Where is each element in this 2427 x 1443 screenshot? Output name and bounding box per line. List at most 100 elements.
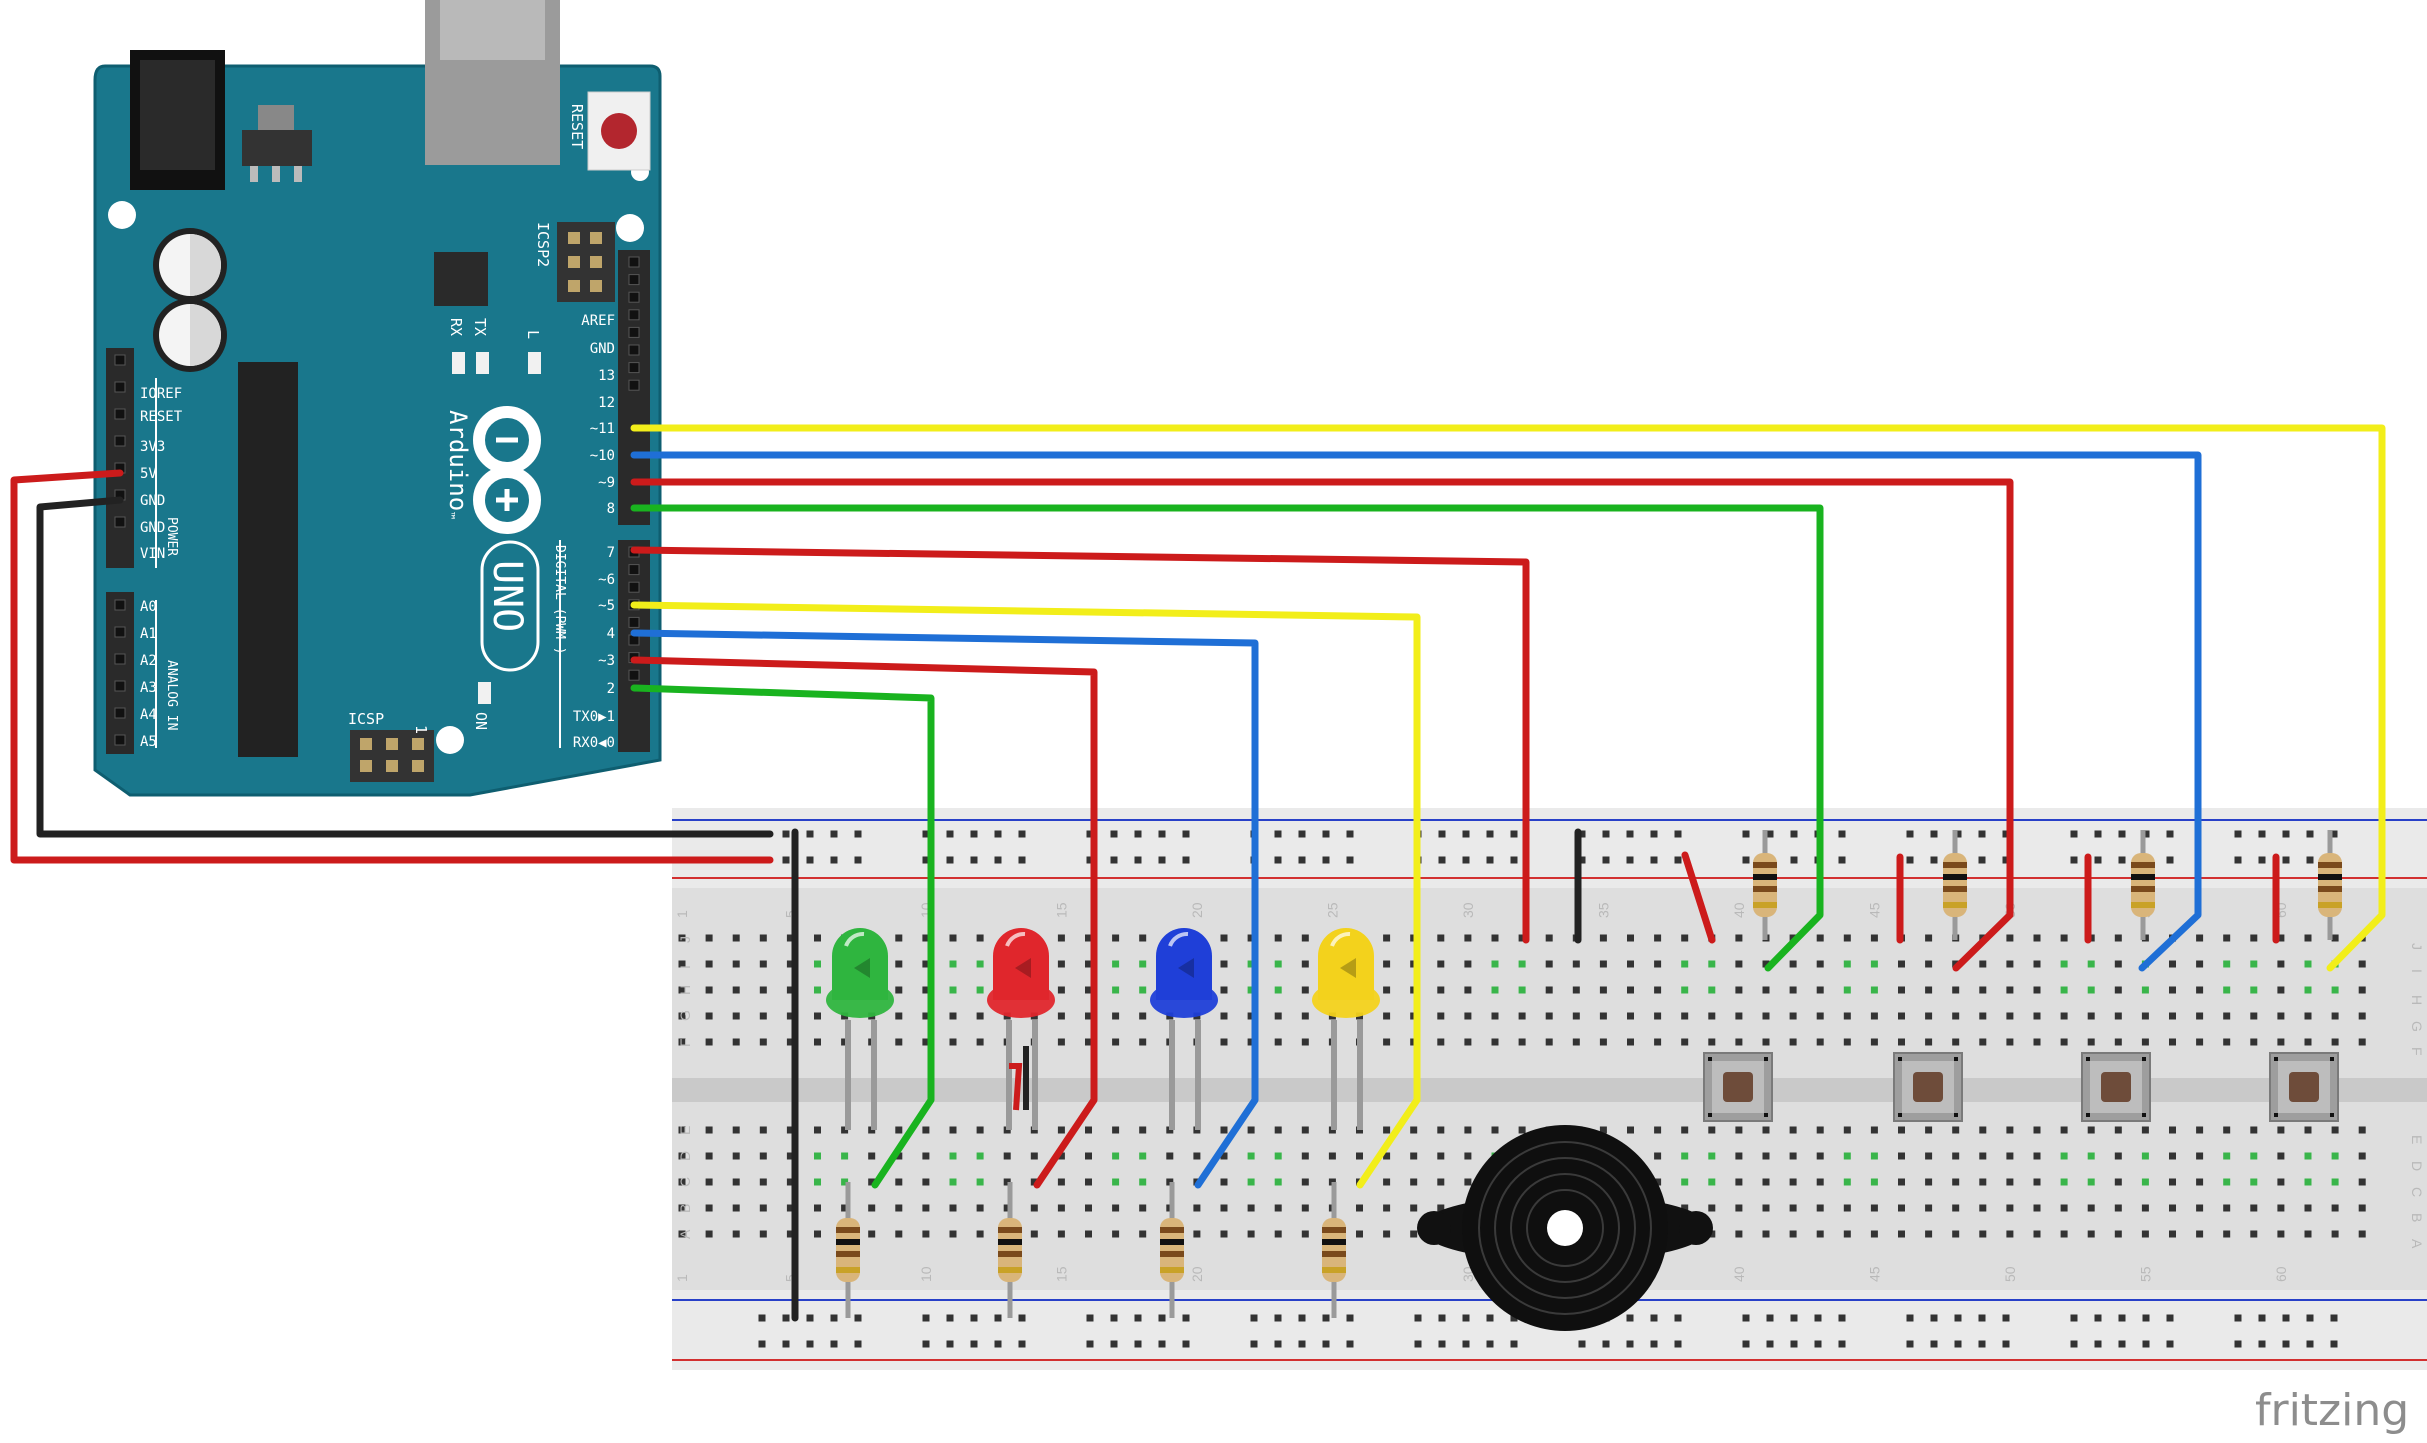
power-pin-label: IOREF	[140, 386, 182, 402]
row-letter: B	[2409, 1213, 2425, 1222]
digital-pin-label: ~10	[590, 448, 615, 464]
column-number-top: 30	[1460, 902, 1476, 918]
resistor	[1160, 1182, 1184, 1318]
row-letter: I	[677, 965, 693, 969]
resistors	[836, 830, 2342, 1318]
row-letter: A	[677, 1229, 693, 1239]
column-number-top: 40	[1731, 902, 1747, 918]
digital-pin-label: ~3	[598, 653, 615, 669]
rx-label: RX	[447, 318, 465, 336]
uno-model-text: UNO	[484, 560, 530, 632]
row-letter: D	[677, 1151, 693, 1161]
power-pin-label: GND	[140, 520, 165, 536]
column-number-bottom: 45	[1866, 1266, 1882, 1282]
column-number-bottom: 55	[2137, 1266, 2153, 1282]
digital-pin-label: TX0▶1	[573, 709, 615, 725]
power-pin-label: 3V3	[140, 439, 165, 455]
row-letter: G	[677, 1010, 693, 1021]
wires	[10, 424, 2386, 1322]
led-green	[826, 928, 894, 1130]
digital-pin-label: ~9	[598, 475, 615, 491]
row-letter: H	[2409, 995, 2425, 1005]
digital-pin-label: 4	[607, 626, 615, 642]
arduino-brand-text: Arduino	[444, 410, 472, 511]
arduino-uno-board: RESET ICSP2 ICSP 1 TX RX L ON Arduino ™ …	[93, 0, 662, 797]
digital-pin-label: GND	[590, 341, 615, 357]
row-letter: C	[2409, 1187, 2425, 1197]
column-number-top: 20	[1189, 902, 1205, 918]
power-pin-label: VIN	[140, 546, 165, 562]
fritzing-logo-text: fritzing	[2255, 1385, 2409, 1436]
column-number-bottom: 40	[1731, 1266, 1747, 1282]
row-letter: D	[2409, 1161, 2425, 1171]
row-letter: B	[677, 1204, 693, 1213]
row-letter: F	[2409, 1047, 2425, 1056]
power-label: POWER	[164, 517, 179, 556]
row-letter: J	[677, 936, 693, 943]
wire-pin4-blue	[630, 629, 1259, 1189]
column-number-bottom: 15	[1053, 1266, 1069, 1282]
row-letter: G	[2409, 1021, 2425, 1032]
wire-pin2-green	[630, 684, 935, 1189]
analog-pin-label: A3	[140, 680, 157, 696]
digital-pin-label: 2	[607, 681, 615, 697]
column-number-bottom: 20	[1189, 1266, 1205, 1282]
digital-pin-label: RX0◀0	[573, 735, 615, 751]
column-number-top: 1	[674, 910, 690, 918]
digital-pin-label: 12	[598, 395, 615, 411]
column-number-top: 5	[782, 910, 798, 918]
resistor	[836, 1182, 860, 1318]
resistor	[1753, 830, 1777, 940]
digital-pin-label: ~5	[598, 598, 615, 614]
pushbutton	[1893, 1052, 1963, 1122]
row-letter: E	[677, 1126, 693, 1135]
analog-pin-label: A2	[140, 653, 157, 669]
column-number-bottom: 1	[674, 1274, 690, 1282]
digital-pin-label: 8	[607, 501, 615, 517]
analog-pin-label: A0	[140, 599, 157, 615]
analog-pin-label: A1	[140, 626, 157, 642]
pushbutton	[2081, 1052, 2151, 1122]
trademark-mark: ™	[443, 512, 457, 519]
icsp-pin1-label: 1	[412, 725, 430, 734]
column-number-bottom: 50	[2002, 1266, 2018, 1282]
power-pin-label: GND	[140, 493, 165, 509]
row-letter: J	[2409, 943, 2425, 950]
wire-pin7-red	[630, 546, 1530, 944]
resistor	[1322, 1182, 1346, 1318]
led-red	[987, 928, 1055, 1130]
power-pin-label: 5V	[140, 466, 157, 482]
pushbuttons	[1703, 1052, 2339, 1122]
column-number-top: 45	[1866, 902, 1882, 918]
row-letter: H	[677, 985, 693, 995]
row-letter: E	[2409, 1135, 2425, 1144]
digital-pin-label: 7	[607, 545, 615, 561]
reset-label: RESET	[568, 104, 586, 149]
on-label: ON	[472, 712, 490, 730]
pushbutton	[1703, 1052, 1773, 1122]
wire-pin10-blue	[630, 451, 2202, 972]
pushbutton	[2269, 1052, 2339, 1122]
wire-pin9-red	[630, 478, 2014, 972]
tx-label: TX	[471, 318, 489, 336]
analog-in-label: ANALOG IN	[164, 660, 179, 730]
wire-5v-red	[10, 469, 774, 864]
icsp-label: ICSP	[348, 710, 384, 728]
digital-pin-label: ~11	[590, 421, 615, 437]
digital-pin-label: 13	[598, 368, 615, 384]
column-number-top: 35	[1595, 902, 1611, 918]
column-number-top: 25	[1324, 902, 1340, 918]
column-number-bottom: 10	[918, 1266, 934, 1282]
resistor	[2131, 830, 2155, 940]
row-letter: I	[2409, 969, 2425, 973]
row-letter: A	[2409, 1239, 2425, 1249]
analog-pin-label: A5	[140, 734, 157, 750]
row-letter: C	[677, 1177, 693, 1187]
led-yellow	[1312, 928, 1380, 1130]
arduino-logo-icon	[473, 406, 541, 534]
column-number-bottom: 60	[2273, 1266, 2289, 1282]
